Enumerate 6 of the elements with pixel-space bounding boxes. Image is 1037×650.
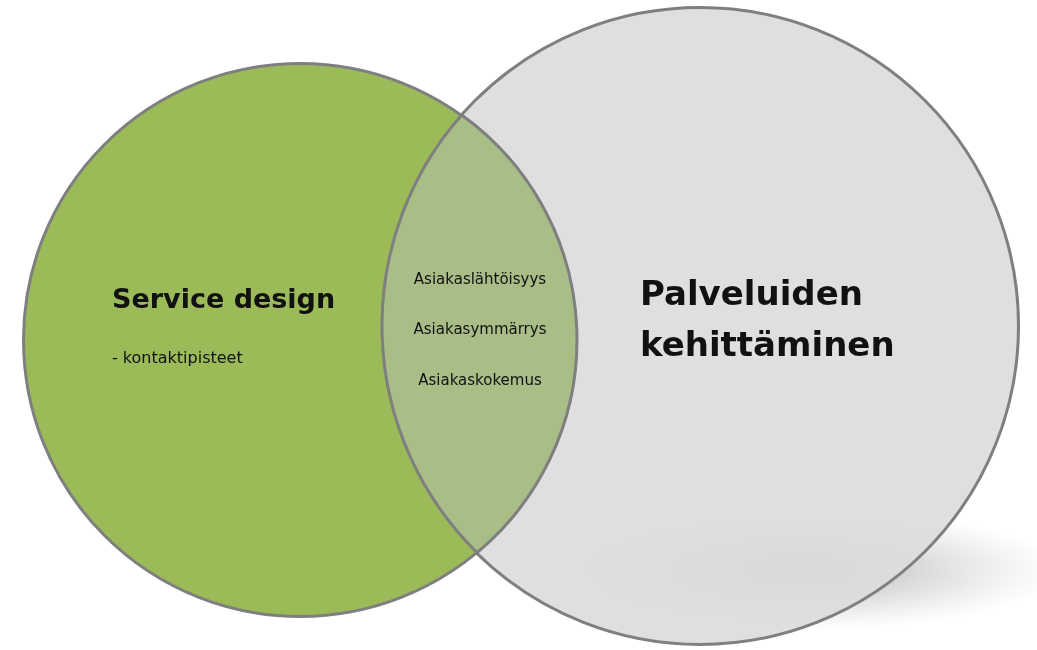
heading: Palveluiden kehittäminen: [640, 272, 896, 366]
overlap-label: Asiakaskokemus: [418, 371, 542, 389]
overlap-label: Asiakasymmärrys: [413, 320, 547, 338]
heading: Service design: [112, 283, 336, 314]
circle-label: - kontaktipisteet: [112, 348, 243, 367]
overlap-label: Asiakaslähtöisyys: [413, 270, 547, 288]
